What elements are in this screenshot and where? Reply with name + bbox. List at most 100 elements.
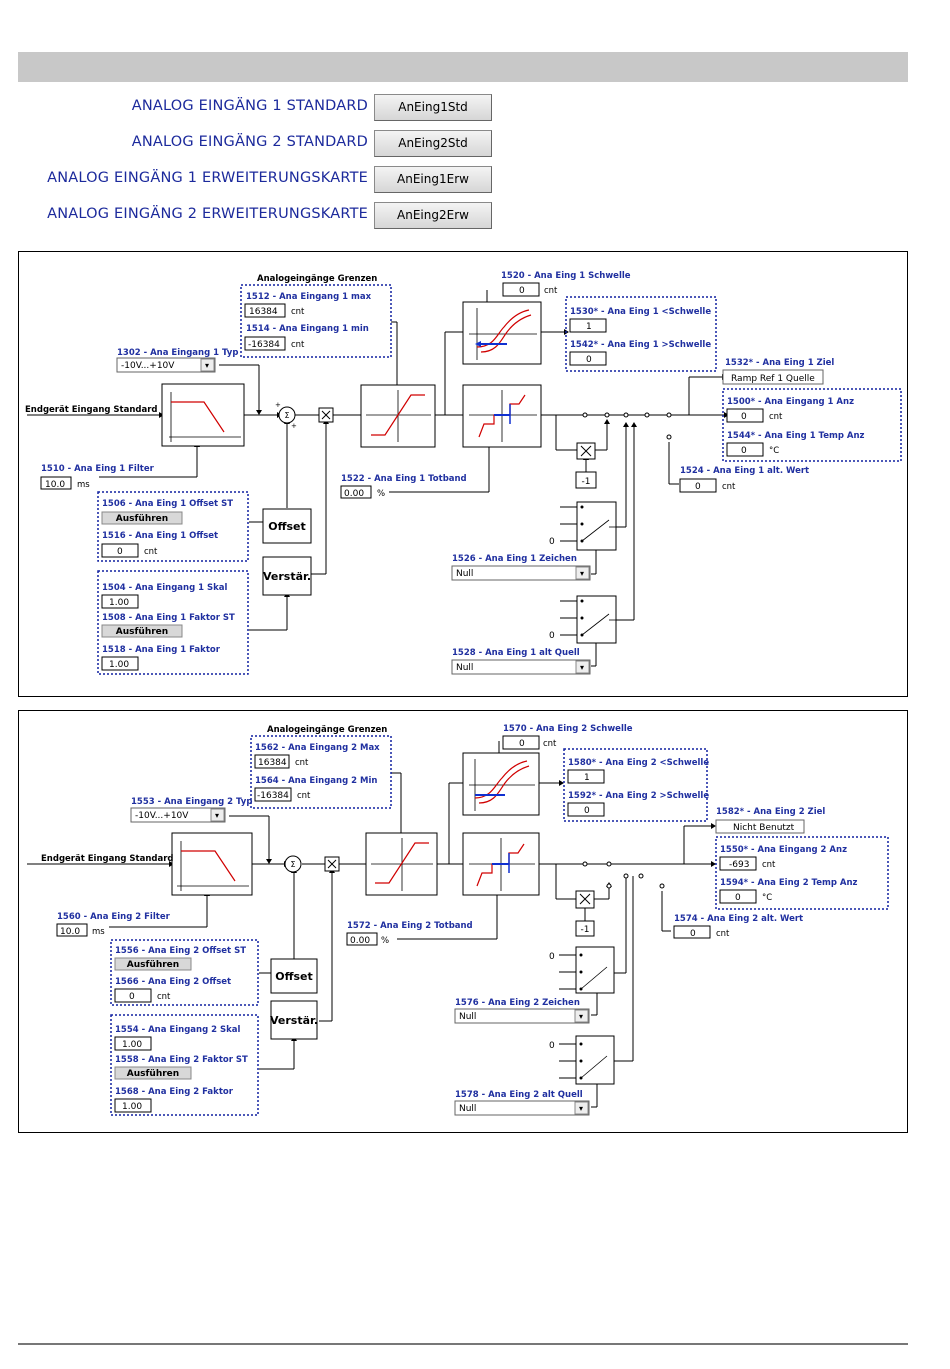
chevron-down-icon: ▾ (579, 1104, 583, 1113)
svg-text:Verstär.: Verstär. (270, 1014, 318, 1027)
svg-text:-693: -693 (729, 860, 749, 870)
nav-label-ai1-erw: ANALOG EINGÄNG 1 ERWEITERUNGSKARTE (47, 170, 368, 186)
svg-text:0: 0 (690, 929, 696, 939)
sum-junction (284, 855, 302, 873)
sign-switch (576, 501, 617, 551)
svg-text:%: % (381, 936, 389, 946)
svg-text:1514 - Ana Eingang 1 min: 1514 - Ana Eingang 1 min (246, 324, 369, 334)
svg-text:1504 - Ana Eingang 1 Skal: 1504 - Ana Eingang 1 Skal (102, 583, 227, 593)
svg-text:Ramp Ref 1 Quelle: Ramp Ref 1 Quelle (731, 374, 815, 384)
scale-group (110, 1014, 259, 1116)
svg-text:1594* - Ana Eing 2 Temp Anz: 1594* - Ana Eing 2 Temp Anz (720, 878, 858, 888)
offset-execute-button[interactable] (101, 511, 183, 525)
display-group (715, 836, 889, 910)
sign-select[interactable] (454, 1008, 590, 1024)
threshold-output-group (563, 748, 708, 822)
svg-text:-10V...+10V: -10V...+10V (121, 361, 175, 371)
gain-block (262, 556, 312, 596)
nav-button-ai1-std[interactable]: AnEing1Std (374, 94, 492, 121)
svg-text:10.0: 10.0 (60, 927, 80, 937)
sign-select[interactable] (451, 565, 591, 581)
svg-text:Ausführen: Ausführen (116, 627, 168, 637)
svg-text:0.00: 0.00 (350, 936, 370, 946)
offset-execute-button[interactable] (114, 957, 192, 971)
threshold-block (462, 752, 540, 816)
min-input[interactable] (244, 336, 286, 351)
offset-input[interactable] (101, 543, 139, 558)
svg-text:Null: Null (456, 663, 473, 673)
above-threshold-value (569, 351, 607, 366)
svg-text:-16384: -16384 (257, 791, 289, 801)
svg-text:0: 0 (549, 537, 555, 547)
nav-button-ai2-erw[interactable]: AnEing2Erw (374, 202, 492, 229)
sum-junction (278, 406, 296, 424)
diagram-analog-input-1: Σ ++ -1 0 0 Analogeingänge Grenzen 1512 … (18, 251, 908, 697)
svg-text:Σ: Σ (290, 860, 295, 869)
svg-text:1.00: 1.00 (109, 598, 129, 608)
type-select[interactable] (116, 357, 216, 373)
svg-text:16384: 16384 (249, 307, 278, 317)
temp-display-value (719, 889, 757, 904)
svg-text:%: % (377, 489, 385, 499)
scale-input[interactable] (101, 594, 139, 609)
threshold-block (462, 301, 542, 365)
offset-input[interactable] (114, 988, 152, 1003)
svg-text:0: 0 (735, 893, 741, 903)
threshold-input[interactable] (502, 735, 540, 750)
svg-text:Verstär.: Verstär. (263, 570, 311, 583)
alt-value-input[interactable] (673, 925, 711, 939)
svg-text:Σ: Σ (284, 411, 289, 420)
footer-divider (18, 1343, 908, 1345)
block-diagram-1: Σ ++ -1 0 0 Analogeingänge Grenzen 1512 … (25, 271, 902, 675)
svg-text:1544* - Ana Eing 1 Temp Anz: 1544* - Ana Eing 1 Temp Anz (727, 431, 865, 441)
destination-field[interactable] (715, 819, 805, 834)
filter-input[interactable] (56, 923, 88, 937)
svg-text:Endgerät Eingang Standard: Endgerät Eingang Standard (25, 405, 158, 415)
nav-button-ai2-std[interactable]: AnEing2Std (374, 130, 492, 157)
svg-text:0: 0 (584, 806, 590, 816)
svg-text:1550* - Ana Eingang 2 Anz: 1550* - Ana Eingang 2 Anz (720, 845, 847, 855)
svg-text:°C: °C (762, 893, 772, 903)
svg-text:0: 0 (695, 482, 701, 492)
offset-group (110, 939, 259, 1006)
svg-text:Analogeingänge Grenzen: Analogeingänge Grenzen (257, 274, 377, 284)
header-bar (18, 52, 908, 82)
svg-text:1530* - Ana Eing 1 <Schwelle: 1530* - Ana Eing 1 <Schwelle (570, 307, 711, 317)
nav-button-ai1-erw[interactable]: AnEing1Erw (374, 166, 492, 193)
svg-text:0: 0 (741, 446, 747, 456)
deadband-input[interactable] (346, 932, 378, 946)
svg-text:1582* - Ana Eing 2 Ziel: 1582* - Ana Eing 2 Ziel (716, 807, 825, 817)
destination-field[interactable] (722, 369, 824, 385)
factor-input[interactable] (101, 656, 139, 671)
svg-text:1500* - Ana Eingang 1 Anz: 1500* - Ana Eingang 1 Anz (727, 397, 854, 407)
scale-group (97, 570, 249, 675)
min-input[interactable] (254, 787, 292, 802)
below-threshold-value (569, 318, 607, 333)
max-input[interactable] (254, 754, 290, 769)
factor-execute-button[interactable] (114, 1066, 192, 1080)
max-input[interactable] (244, 303, 286, 318)
svg-text:1558 - Ana Eing 2 Faktor ST: 1558 - Ana Eing 2 Faktor ST (115, 1055, 248, 1065)
alt-source-select[interactable] (454, 1100, 590, 1116)
svg-text:Analogeingänge Grenzen: Analogeingänge Grenzen (267, 725, 387, 735)
factor-input[interactable] (114, 1098, 152, 1113)
threshold-input[interactable] (502, 282, 540, 297)
alt-source-select[interactable] (451, 659, 591, 675)
type-select[interactable] (130, 807, 226, 823)
svg-text:Offset: Offset (275, 970, 313, 983)
svg-text:1.00: 1.00 (122, 1102, 142, 1112)
svg-text:0: 0 (549, 952, 555, 962)
svg-text:1524 - Ana Eing 1 alt. Wert: 1524 - Ana Eing 1 alt. Wert (680, 466, 809, 476)
scale-input[interactable] (114, 1036, 152, 1051)
offset-block (270, 958, 318, 994)
svg-text:1574 - Ana Eing 2 alt. Wert: 1574 - Ana Eing 2 alt. Wert (674, 914, 803, 924)
svg-text:1568 - Ana Eing 2 Faktor: 1568 - Ana Eing 2 Faktor (115, 1087, 234, 1097)
deadband-input[interactable] (340, 485, 372, 499)
svg-text:1564 - Ana Eingang 2 Min: 1564 - Ana Eingang 2 Min (255, 776, 377, 786)
filter-input[interactable] (40, 476, 72, 490)
svg-text:1566 - Ana Eing 2 Offset: 1566 - Ana Eing 2 Offset (115, 977, 231, 987)
alt-value-input[interactable] (679, 478, 717, 493)
svg-text:+: + (275, 401, 281, 409)
svg-text:1302 - Ana Eingang 1 Typ: 1302 - Ana Eingang 1 Typ (117, 348, 238, 358)
factor-execute-button[interactable] (101, 624, 183, 638)
